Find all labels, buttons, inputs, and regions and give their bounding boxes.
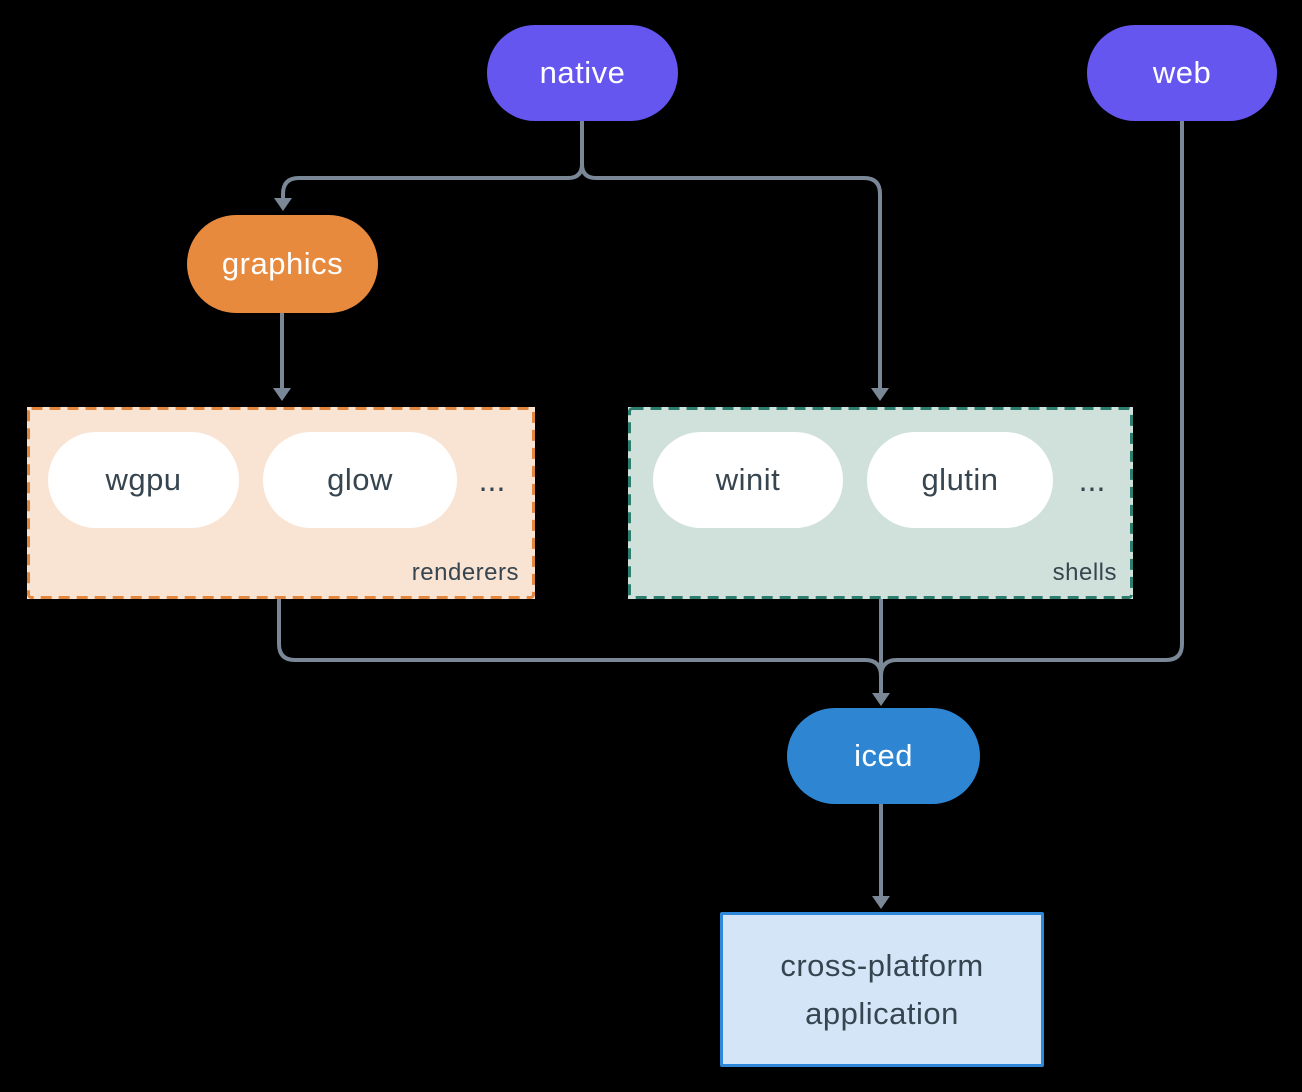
group-shells: winit glutin ... shells (628, 407, 1133, 599)
edge-native-graphics (281, 121, 584, 198)
node-graphics-label: graphics (221, 246, 344, 281)
node-graphics: graphics (187, 215, 378, 313)
node-web-label: web (1152, 55, 1212, 90)
node-iced-label: iced (854, 738, 913, 773)
pill-glutin-label: glutin (921, 462, 999, 497)
node-web: web (1087, 25, 1277, 121)
pill-wgpu-label: wgpu (105, 462, 182, 497)
group-renderers: wgpu glow ... renderers (27, 407, 535, 599)
group-shells-label: shells (1052, 559, 1117, 586)
group-renderers-label: renderers (411, 559, 519, 586)
renderers-ellipsis: ... (478, 461, 506, 498)
edge-native-shells (580, 121, 882, 388)
pill-wgpu: wgpu (48, 432, 239, 528)
arrowhead-application (872, 896, 890, 909)
arrowhead-renderers (273, 388, 291, 401)
pill-glow: glow (263, 432, 457, 528)
shells-ellipsis: ... (1078, 461, 1106, 498)
arrowhead-graphics (274, 198, 292, 211)
arrowhead-shells (871, 388, 889, 401)
node-native-label: native (539, 55, 626, 90)
pill-glutin: glutin (867, 432, 1053, 528)
node-native: native (487, 25, 678, 121)
application-label-line2: application (805, 995, 959, 1031)
application-label-line1: cross-platform (780, 947, 984, 983)
node-iced: iced (787, 708, 980, 804)
arrowhead-iced (872, 693, 890, 706)
node-cross-platform-application: cross-platform application (720, 912, 1044, 1067)
pill-winit-label: winit (715, 462, 781, 497)
edge-renderers-iced (277, 599, 883, 677)
pill-glow-label: glow (327, 462, 393, 497)
pill-winit: winit (653, 432, 843, 528)
